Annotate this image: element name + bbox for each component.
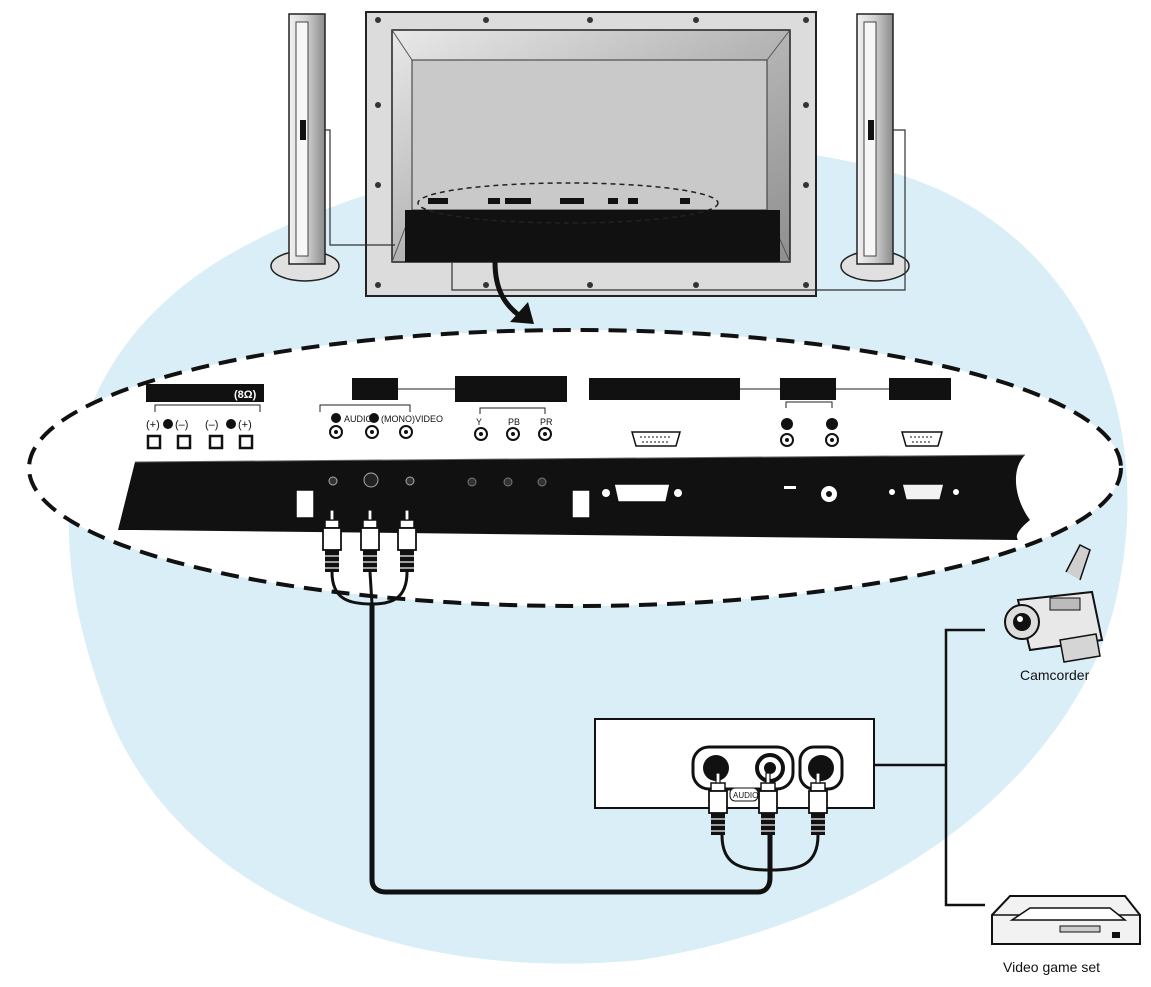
control-jacks [780,418,839,447]
device-bracket [874,628,985,907]
component-label-pr: PR [540,417,553,427]
input-panel-bottom [118,454,1030,540]
audio-label: AUDIO [344,414,373,424]
av-input-group: AUDIO (MONO)VIDEO [329,413,443,439]
speaker-polarity-label: (–) [175,419,188,431]
vga-port-icon [631,431,681,447]
arrow-icon [492,261,534,324]
game-label: Video game set [1003,959,1100,975]
camcorder-icon [1004,543,1104,663]
vga-port-icon [901,431,943,447]
speaker-icon [451,13,910,291]
component-label-pb: PB [508,417,520,427]
device-audio-label: AUDIO [733,791,758,800]
label-bars [146,376,951,402]
component-input-group: Y PB PR [474,417,553,441]
speaker-polarity-label: (–) [205,419,218,431]
camcorder-label: Camcorder [1020,667,1090,683]
device-output-panel: AUDIO [594,718,875,809]
rca-plug-icon [322,509,417,573]
speaker-icon [270,13,395,282]
speaker-terminals: (+) (–) (–) (+) [146,419,254,450]
mono-video-label: (MONO)VIDEO [381,414,443,424]
component-label-y: Y [476,417,482,427]
speaker-polarity-label: (+) [146,419,160,431]
av-cable [330,571,820,895]
tv-icon [365,11,817,297]
speaker-polarity-label: (+) [238,419,252,431]
game-console-icon [991,895,1141,945]
speaker-impedance-label: (8Ω) [234,389,257,401]
